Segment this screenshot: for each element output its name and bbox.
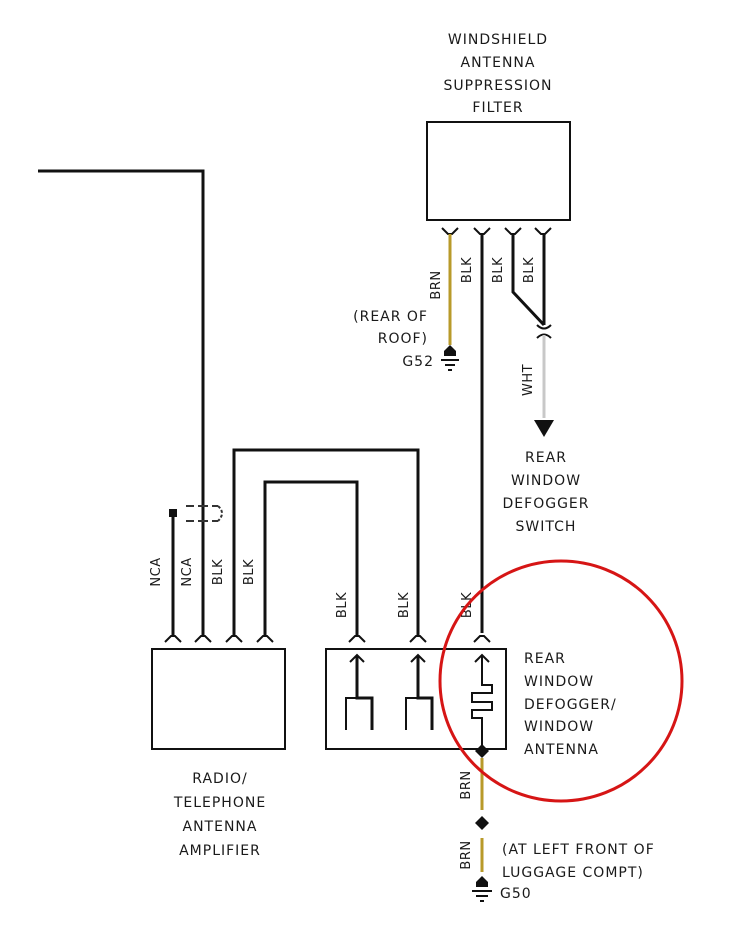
label-line: DEFOGGER: [503, 496, 590, 512]
connector-terminal: [473, 227, 491, 235]
splice-dot: [475, 744, 489, 758]
label-line: AMPLIFIER: [179, 843, 261, 859]
antenna-element-1-leg: [345, 697, 357, 730]
antenna-feed-wire: [38, 169, 205, 635]
ground-g50-icon: [472, 876, 492, 902]
wire-color-label: BRN: [459, 840, 474, 869]
defogger-antenna-box: [325, 648, 507, 750]
label-line: ANTENNA: [183, 819, 258, 835]
arrow-down-icon: [534, 420, 554, 437]
wire-color-label: BRN: [429, 270, 444, 299]
label-line: REAR: [524, 651, 566, 667]
label-line: SWITCH: [516, 519, 577, 535]
antenna-element-2-leg: [405, 697, 418, 730]
ground-location: (REAR OF: [353, 309, 428, 325]
wire-color-label: BLK: [335, 592, 350, 618]
wire-color-label: BLK: [522, 257, 537, 283]
wire-color-label: BLK: [397, 592, 412, 618]
suppression-filter-box: [426, 121, 571, 221]
wire-color-label: BLK: [460, 257, 475, 283]
wire-color-label: BLK: [242, 559, 257, 585]
amplifier-connectors: [164, 635, 274, 643]
connector-terminal: [348, 635, 366, 643]
defogger-antenna-label: REAR WINDOW DEFOGGER/ WINDOW ANTENNA: [524, 651, 617, 758]
splice-dot: [475, 816, 489, 830]
connector-terminal: [409, 635, 427, 643]
connector-terminal: [441, 227, 459, 235]
label-line: ANTENNA: [524, 742, 599, 758]
label-line: TELEPHONE: [173, 795, 266, 811]
wire-color-label: NCA: [149, 557, 164, 586]
filter-connectors: [441, 227, 552, 235]
ground-location: (AT LEFT FRONT OF: [502, 842, 655, 858]
amplifier-box: [151, 648, 286, 750]
wire-color-label: BRN: [459, 770, 474, 799]
label-line: FILTER: [472, 100, 523, 116]
ground-g52-icon: [441, 345, 459, 371]
connector-terminal: [473, 635, 491, 643]
wire-color-label: BLK: [491, 257, 506, 283]
connector-terminal: [225, 635, 243, 643]
amplifier-label: RADIO/ TELEPHONE ANTENNA AMPLIFIER: [173, 771, 266, 859]
connector-terminal: [534, 227, 552, 235]
ground-id: G52: [402, 354, 434, 370]
label-line: WINDOW: [511, 473, 581, 489]
label-line: WINDOW: [524, 719, 594, 735]
label-line: DEFOGGER/: [524, 697, 617, 713]
blk-wire-merge: [511, 234, 546, 327]
label-line: RADIO/: [192, 771, 247, 787]
antenna-element-1: [355, 655, 374, 730]
defogger-switch-label: REAR WINDOW DEFOGGER SWITCH: [503, 450, 590, 535]
label-line: SUPPRESSION: [444, 78, 553, 94]
nca-terminal-icon: [169, 509, 177, 517]
blk-wire-loop-inner: [263, 480, 359, 635]
wire-color-label: BLK: [211, 559, 226, 585]
splice-connector: [536, 324, 552, 339]
label-line: REAR: [525, 450, 567, 466]
connector-terminal: [504, 227, 522, 235]
antenna-element-2: [416, 655, 434, 730]
label-line: WINDOW: [524, 674, 594, 690]
wire-color-label: WHT: [521, 364, 536, 396]
suppression-filter-label: WINDSHIELD ANTENNA SUPPRESSION FILTER: [444, 32, 553, 116]
highlight-circle: [438, 559, 684, 803]
ground-id: G50: [500, 886, 532, 902]
wire-color-label: NCA: [180, 557, 195, 586]
glass-connectors: [348, 635, 491, 643]
shield-icon: [186, 505, 223, 522]
connector-terminal: [256, 635, 274, 643]
connector-terminal: [164, 635, 182, 643]
ground-location: ROOF): [378, 331, 428, 347]
label-line: WINDSHIELD: [448, 32, 548, 48]
label-line: ANTENNA: [461, 55, 536, 71]
ground-location: LUGGAGE COMPT): [502, 865, 644, 881]
connector-terminal: [194, 635, 212, 643]
blk-wire-loop-outer: [232, 448, 420, 635]
heater-grid-icon: [471, 655, 493, 752]
